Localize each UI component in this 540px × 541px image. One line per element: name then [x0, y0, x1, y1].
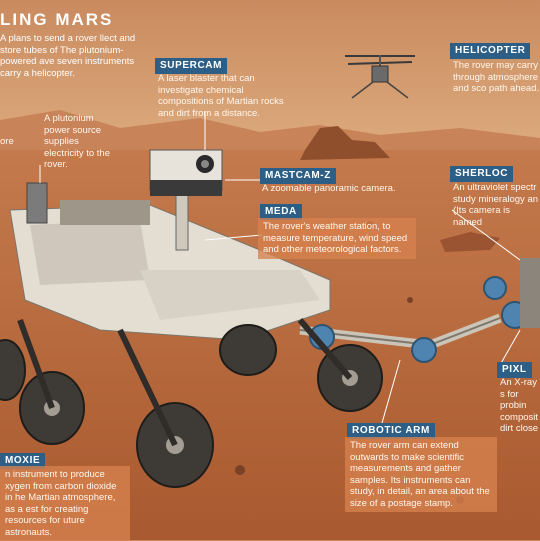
- robotic-arm-description: The rover arm can extend outwards to mak…: [345, 437, 497, 512]
- rover-wheels: [0, 324, 383, 488]
- sherloc-label: SHERLOC: [450, 166, 514, 182]
- pixl-description: An X-ray s for probin composit dirt clos…: [500, 377, 539, 434]
- rover-body: [9, 149, 331, 341]
- mastcam-description: A zoomable panoramic camera.: [262, 183, 396, 194]
- rock-outcrop: [300, 126, 390, 160]
- meda-label: MEDA: [260, 204, 302, 220]
- robotic-arm: [299, 258, 540, 363]
- supercam-label: SUPERCAM: [155, 58, 228, 74]
- helicopter-drone: [345, 55, 415, 99]
- pixl-label: PIXL: [497, 362, 532, 378]
- moxie-label: MOXIE: [0, 453, 46, 469]
- meda-description: The rover's weather station, to measure …: [258, 218, 416, 259]
- robotic-arm-label: ROBOTIC ARM: [347, 423, 435, 439]
- sherloc-description: An ultraviolet spectr study mineralogy a…: [453, 182, 539, 228]
- mastcam-label: MASTCAM-Z: [260, 168, 336, 184]
- fragment-ore: ore: [0, 136, 14, 147]
- intro-text: A plans to send a rover llect and store …: [0, 33, 136, 79]
- supercam-description: A laser blaster that can investigate che…: [158, 73, 284, 119]
- page-title: LING MARS: [0, 10, 114, 29]
- power-source-note: A plutonium power source supplies electr…: [44, 113, 110, 170]
- helicopter-description: The rover may carry through atmosphere a…: [453, 60, 540, 94]
- moxie-description: n instrument to produce xygen from carbo…: [0, 466, 130, 541]
- helicopter-label: HELICOPTER: [450, 43, 531, 59]
